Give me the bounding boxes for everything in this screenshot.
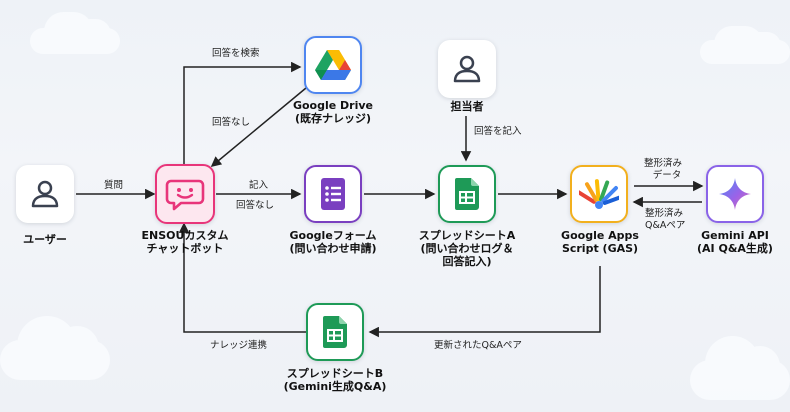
- background-cloud: [0, 316, 110, 380]
- edge-label-enter-answer: 回答を記入: [474, 126, 522, 137]
- spreadsheet-b-label-line1: スプレッドシートB: [286, 367, 384, 380]
- google-forms-icon: [321, 178, 345, 210]
- arrow-gas-to-sheet-b: [368, 266, 601, 338]
- person-icon: [453, 55, 481, 83]
- edge-label-search-answer: 回答を検索: [212, 48, 260, 59]
- chatbot-label-line2: チャットボット: [146, 242, 224, 255]
- edge-label-no-answer-drive: 回答なし: [212, 117, 251, 128]
- gemini-sparkle-icon: [719, 178, 751, 210]
- spreadsheet-a-label-line3: 回答記入): [442, 255, 492, 268]
- google-drive-node: [304, 36, 362, 94]
- apps-script-label-line1: Google Apps: [561, 229, 639, 242]
- spreadsheet-a-node: [438, 165, 496, 223]
- gemini-api-label-line2: (AI Q&A生成): [697, 242, 773, 255]
- edge-label-formatted-data-line1: 整形済み: [644, 158, 683, 169]
- spreadsheet-a-label: スプレッドシートA (問い合わせログ＆ 回答記入): [407, 229, 527, 268]
- person-node: [438, 40, 496, 98]
- google-forms-label: Googleフォーム (問い合わせ申請): [273, 229, 393, 255]
- google-forms-node: [304, 165, 362, 223]
- person-label: 担当者: [450, 100, 484, 113]
- google-forms-label-line1: Googleフォーム: [289, 229, 377, 242]
- chatbot-node: [155, 164, 215, 224]
- edge-label-entry: 記入: [249, 180, 269, 191]
- edge-label-question: 質問: [104, 180, 124, 191]
- arrow-drive-to-chatbot: [210, 87, 307, 168]
- google-forms-label-line2: (問い合わせ申請): [289, 242, 377, 255]
- gemini-api-label: Gemini API (AI Q&A生成): [680, 229, 790, 255]
- gemini-api-label-line1: Gemini API: [701, 229, 769, 242]
- arrow-sheet-b-to-chatbot: [178, 222, 306, 333]
- person-icon: [31, 180, 59, 208]
- google-drive-icon: [315, 50, 351, 80]
- apps-script-label: Google Apps Script (GAS): [545, 229, 655, 255]
- google-sheets-icon: [323, 316, 347, 348]
- background-cloud: [690, 336, 790, 400]
- spreadsheet-a-label-line1: スプレッドシートA: [418, 229, 516, 242]
- google-sheets-icon: [455, 178, 479, 210]
- spreadsheet-b-label-line2: (Gemini生成Q&A): [283, 380, 387, 393]
- chatbot-label-line1: ENSOUカスタム: [141, 229, 229, 242]
- background-cloud: [700, 25, 790, 64]
- spreadsheet-a-label-line2: (問い合わせログ＆: [420, 242, 514, 255]
- edge-label-formatted-data-line2: データ: [652, 170, 682, 181]
- spreadsheet-b-label: スプレッドシートB (Gemini生成Q&A): [275, 367, 395, 393]
- edge-label-formatted-qa: 整形済み Q&Aペア: [645, 208, 685, 232]
- google-drive-label-line2: (既存ナレッジ): [294, 112, 372, 125]
- edge-label-formatted-qa-line1: 整形済み: [645, 208, 684, 219]
- gemini-api-node: [706, 165, 764, 223]
- user-node: [16, 165, 74, 223]
- spreadsheet-b-node: [306, 303, 364, 361]
- edge-label-formatted-data: 整形済み データ: [644, 158, 682, 182]
- apps-script-node: [570, 165, 628, 223]
- edge-label-no-answer-form: 回答なし: [236, 200, 275, 211]
- google-drive-label-line1: Google Drive: [292, 99, 374, 112]
- arrow-chatbot-to-drive: [183, 61, 302, 164]
- edge-label-knowledge-link: ナレッジ連携: [210, 340, 268, 351]
- edge-label-updated-qa: 更新されたQ&Aペア: [434, 340, 522, 351]
- apps-script-icon: [579, 179, 619, 209]
- robot-chat-icon: [165, 179, 205, 211]
- edge-label-formatted-qa-line2: Q&Aペア: [645, 220, 686, 231]
- google-drive-label: Google Drive (既存ナレッジ): [278, 99, 388, 125]
- background-cloud: [30, 12, 120, 54]
- chatbot-label: ENSOUカスタム チャットボット: [130, 229, 240, 255]
- user-label: ユーザー: [23, 233, 67, 246]
- apps-script-label-line2: Script (GAS): [561, 242, 639, 255]
